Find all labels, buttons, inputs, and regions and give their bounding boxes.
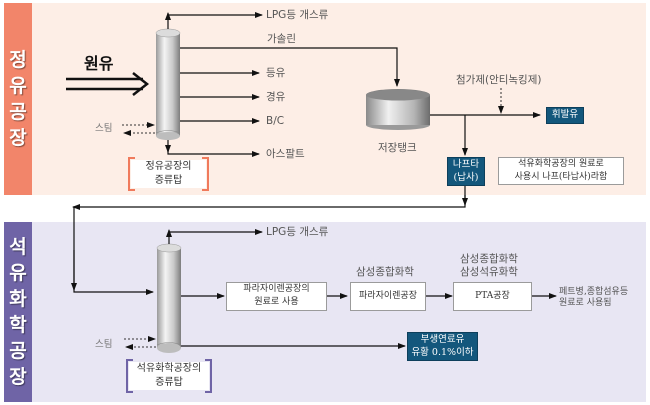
title-char: 공 (9, 340, 27, 362)
steam-label-2: 스팀 (95, 339, 113, 350)
naphtha-note-box: 석유화학공장의 원료로 사용시 나프(타납사)라함 (498, 157, 624, 185)
note-line: 사용시 나프(타납사)라함 (514, 172, 608, 182)
caption-line: 석유화학공장의 (136, 363, 202, 374)
bunker-c-label: B/C (266, 115, 285, 127)
asphalt-label: 아스팔트 (266, 148, 305, 160)
title-char: 공 (9, 101, 27, 123)
company-line: 삼성종합화학 (460, 253, 518, 265)
fuel-line: 유황 0.1%이하 (411, 347, 474, 358)
petrochem-distillation-column (156, 243, 182, 353)
pta-plant-box: PTA공장 (453, 282, 532, 311)
px-plant-box: 파라자이렌공장 (350, 282, 426, 311)
naphtha-line: (납사) (453, 172, 479, 183)
title-char: 유 (9, 75, 27, 97)
lpg-line (167, 12, 263, 29)
box-line: 원료로 사용 (254, 297, 299, 307)
storage-tank-label: 저장탱크 (378, 142, 417, 154)
petrochem-column-caption: 석유화학공장의 증류탑 (126, 359, 212, 393)
gasoline-line (180, 47, 400, 87)
additive-label: 첨가제(안티녹킹제) (456, 74, 542, 86)
refinery-column-caption: 정유공장의 증류탑 (128, 157, 209, 191)
crude-oil-arrow (66, 72, 150, 96)
diesel-label: 경유 (266, 91, 286, 103)
volatile-product-box: 휘발유 (546, 107, 584, 124)
storage-tank (366, 89, 430, 130)
asphalt-line (167, 140, 260, 157)
refinery-distillation-column (155, 28, 181, 140)
caption-line: 증류탑 (155, 377, 183, 388)
px-feed-box: 파라자이렌공장의 원료로 사용 (226, 282, 327, 311)
lpg-label: LPG등 개스류 (266, 9, 329, 21)
byproduct-fuel-box: 부생연료유 유황 0.1%이하 (407, 332, 478, 361)
usage-line: 페트병,종합섬유등 (559, 287, 629, 297)
title-char: 정 (9, 49, 27, 71)
title-char: 장 (9, 366, 27, 388)
title-char: 화 (9, 288, 27, 310)
caption-line: 정유공장의 (145, 161, 192, 172)
company-line: 삼성석유화학 (460, 266, 518, 278)
kerosene-label: 등유 (266, 67, 286, 79)
steam-label: 스팀 (95, 123, 113, 134)
fuel-line: 부생연료유 (420, 334, 465, 345)
pta-company-label: 삼성종합화학 삼성석유화학 (460, 253, 518, 279)
title-char: 장 (9, 127, 27, 149)
naphtha-line: 나프타 (452, 159, 480, 170)
box-line: 파라자이렌공장의 (243, 284, 310, 294)
naphtha-box: 나프타 (납사) (447, 157, 485, 186)
crude-oil-label: 원유 (84, 54, 114, 73)
refinery-section-title: 정 유 공 장 (4, 3, 32, 195)
petrochem-lpg-line (168, 229, 263, 244)
caption-line: 증류탑 (154, 175, 183, 186)
usage-line: 원료로 사용됨 (559, 298, 612, 308)
title-char: 학 (9, 314, 27, 336)
gasoline-label: 가솔린 (267, 33, 296, 45)
title-char: 석 (9, 236, 27, 258)
note-line: 석유화학공장의 원료로 (518, 159, 604, 169)
title-char: 유 (9, 262, 27, 284)
px-company-label: 삼성종합화학 (356, 266, 414, 278)
pta-usage-note: 페트병,종합섬유등 원료로 사용됨 (559, 287, 628, 309)
naphtha-feed-line (72, 184, 466, 210)
petrochem-lpg-label: LPG등 개스류 (266, 226, 329, 238)
petrochem-section-title: 석 유 화 학 공 장 (4, 222, 32, 402)
